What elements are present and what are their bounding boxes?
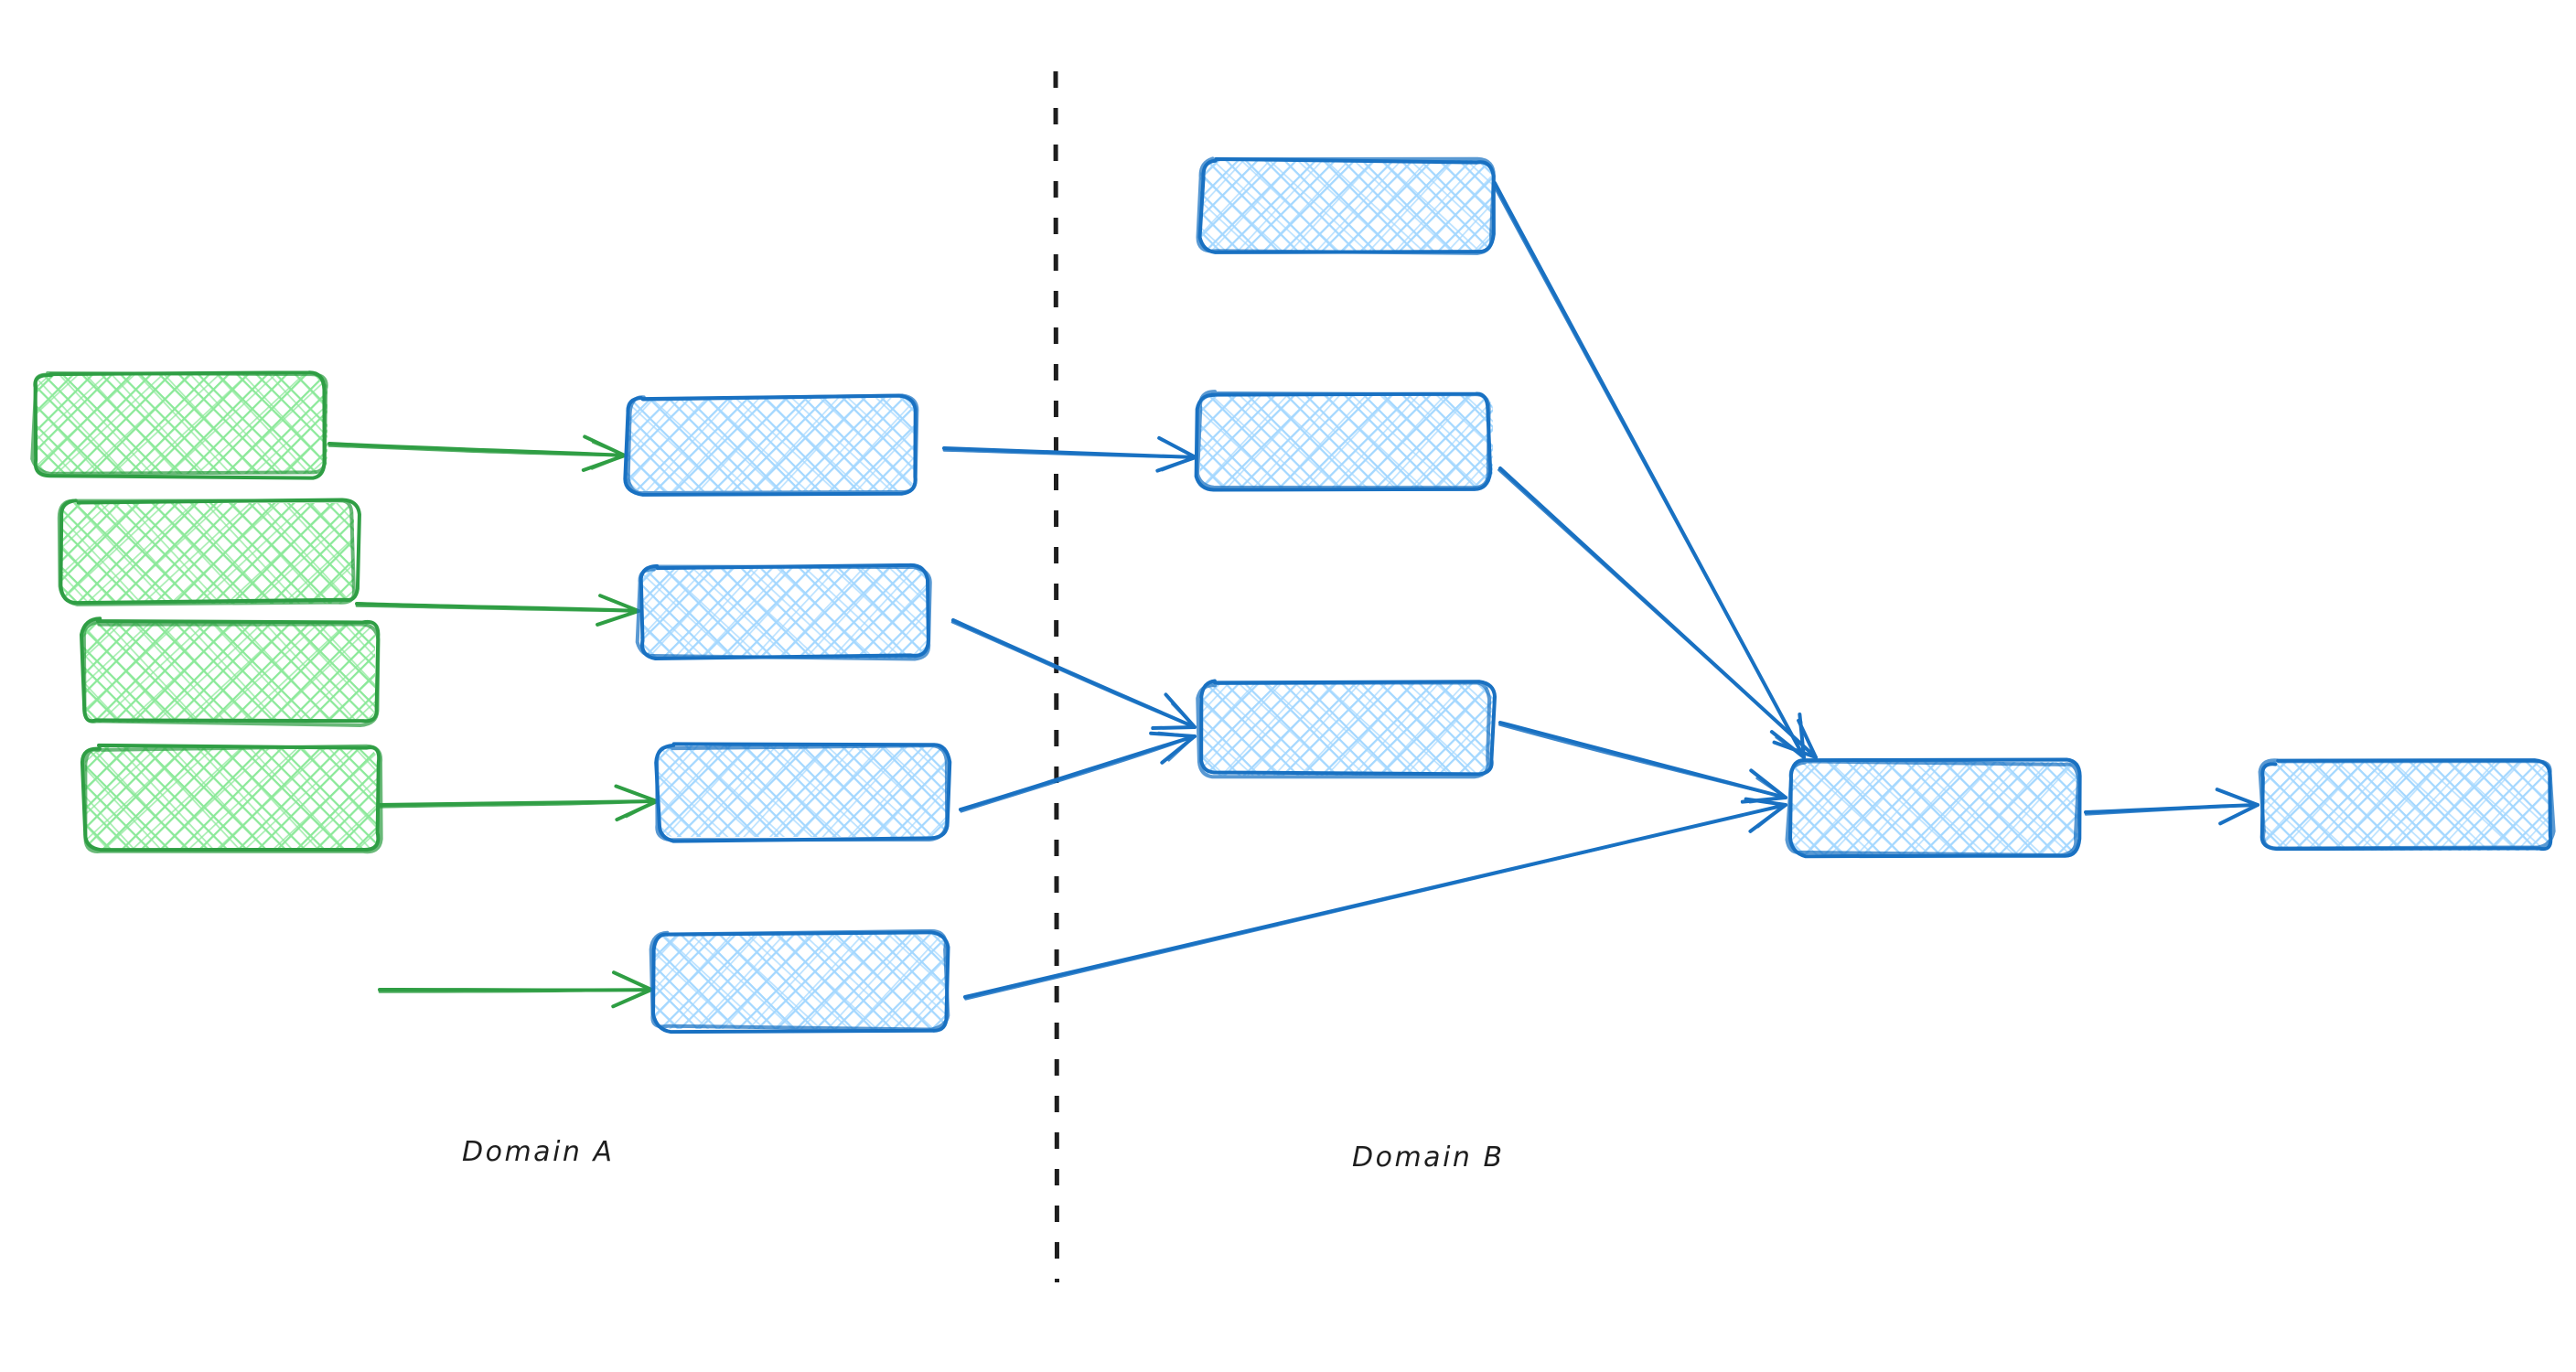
- domain-a-node-2-fill: [61, 503, 354, 604]
- edges-layer: [327, 181, 2259, 1009]
- domain-a-process-3[interactable]: [654, 742, 952, 843]
- edge-m3-to-b3-line: [960, 734, 1197, 813]
- edge-a2-to-m2[interactable]: [355, 594, 640, 627]
- edge-m2-to-b3[interactable]: [950, 618, 1197, 731]
- edge-a4-to-m4-line: [378, 988, 653, 993]
- nodes-layer: [30, 156, 2556, 1034]
- domain-b-node-1-outline: [1196, 156, 1496, 255]
- domain-b-output-outline: [2258, 758, 2556, 851]
- domain-a-process-4-outline: [649, 928, 950, 1032]
- domain-b-aggregator-outline: [1785, 759, 2080, 858]
- domain-b-output[interactable]: [2258, 758, 2556, 852]
- edge-b1-to-b4-arrowhead: [1775, 720, 1806, 759]
- domain-b-aggregator[interactable]: [1785, 757, 2082, 859]
- domain-a-label: Domain A: [462, 1136, 615, 1168]
- domain-a-node-4-outline: [83, 744, 383, 854]
- edge-m3-to-b3-line: [959, 734, 1197, 811]
- edge-a2-to-m2-line: [355, 605, 640, 613]
- edge-m3-to-b3[interactable]: [959, 731, 1197, 813]
- edge-b4-to-b5-arrowhead: [2222, 791, 2259, 821]
- edge-b1-to-b4-line: [1491, 182, 1806, 759]
- domain-b-node-3-outline: [1196, 681, 1492, 779]
- edge-b4-to-b5-line: [2084, 803, 2259, 816]
- edge-m2-to-b3-arrowhead: [1158, 702, 1197, 729]
- domain-a-node-4[interactable]: [80, 743, 383, 854]
- edge-a1-to-m1-line: [327, 445, 627, 457]
- domain-a-process-1[interactable]: [623, 393, 919, 497]
- domain-a-node-3-outline: [81, 620, 381, 727]
- domain-a-node-2[interactable]: [57, 498, 361, 606]
- domain-a-node-1[interactable]: [30, 370, 328, 480]
- domain-divider: [1053, 70, 1059, 1283]
- domain-b-node-3-fill: [1200, 683, 1493, 776]
- edge-a3-to-m3-line: [376, 799, 659, 809]
- domain-b-node-2[interactable]: [1194, 390, 1493, 492]
- domain-b-label: Domain B: [1352, 1142, 1505, 1174]
- divider-layer: [1053, 70, 1059, 1283]
- edge-m4-to-b4[interactable]: [963, 797, 1787, 1001]
- edge-a3-to-m3[interactable]: [376, 784, 659, 822]
- domain-b-node-1[interactable]: [1196, 156, 1496, 255]
- edge-b2-to-b4-arrowhead: [1780, 723, 1818, 759]
- domain-a-node-1-outline: [30, 371, 328, 476]
- edge-a4-to-m4[interactable]: [378, 970, 653, 1009]
- domain-a-process-3-fill: [659, 745, 947, 837]
- edge-m1-to-b2-line: [942, 449, 1197, 459]
- domain-a-node-1-fill: [37, 373, 327, 474]
- domain-b-node-2-outline: [1196, 390, 1491, 490]
- edge-m2-to-b3-line: [950, 620, 1197, 729]
- edge-b3-to-b4-line: [1498, 724, 1787, 799]
- edge-a1-to-m1[interactable]: [327, 434, 627, 472]
- domain-b-aggregator-fill: [1791, 762, 2078, 855]
- edge-b1-to-b4[interactable]: [1491, 181, 1806, 759]
- edge-b3-to-b4[interactable]: [1498, 721, 1787, 804]
- edge-b2-to-b4[interactable]: [1497, 466, 1818, 759]
- domain-a-node-2-outline: [57, 498, 357, 606]
- domain-a-node-3[interactable]: [79, 616, 381, 727]
- edge-b3-to-b4-arrowhead: [1748, 777, 1787, 804]
- edge-m1-to-b2[interactable]: [942, 435, 1197, 473]
- edge-m3-to-b3-arrowhead: [1157, 731, 1197, 762]
- domain-a-process-4[interactable]: [649, 928, 950, 1034]
- domain-a-process-1-fill: [627, 398, 915, 491]
- domain-a-process-4-fill: [654, 933, 947, 1029]
- edge-m4-to-b4-line: [964, 803, 1787, 1001]
- domain-a-process-2-outline: [635, 564, 932, 661]
- domain-a-process-2[interactable]: [635, 563, 932, 661]
- domain-a-process-2-fill: [640, 567, 928, 659]
- domain-b-node-1-fill: [1200, 160, 1493, 252]
- edge-b4-to-b5[interactable]: [2084, 788, 2259, 826]
- domain-a-process-1-outline: [626, 393, 919, 496]
- domain-b-node-3[interactable]: [1196, 679, 1497, 779]
- domain-a-node-3-fill: [82, 622, 375, 723]
- domain-a-process-3-outline: [655, 744, 950, 842]
- edge-b2-to-b4-line: [1497, 468, 1818, 759]
- domain-b-node-2-fill: [1200, 395, 1493, 488]
- domain-a-node-4-fill: [85, 747, 378, 850]
- domain-b-output-fill: [2262, 761, 2552, 851]
